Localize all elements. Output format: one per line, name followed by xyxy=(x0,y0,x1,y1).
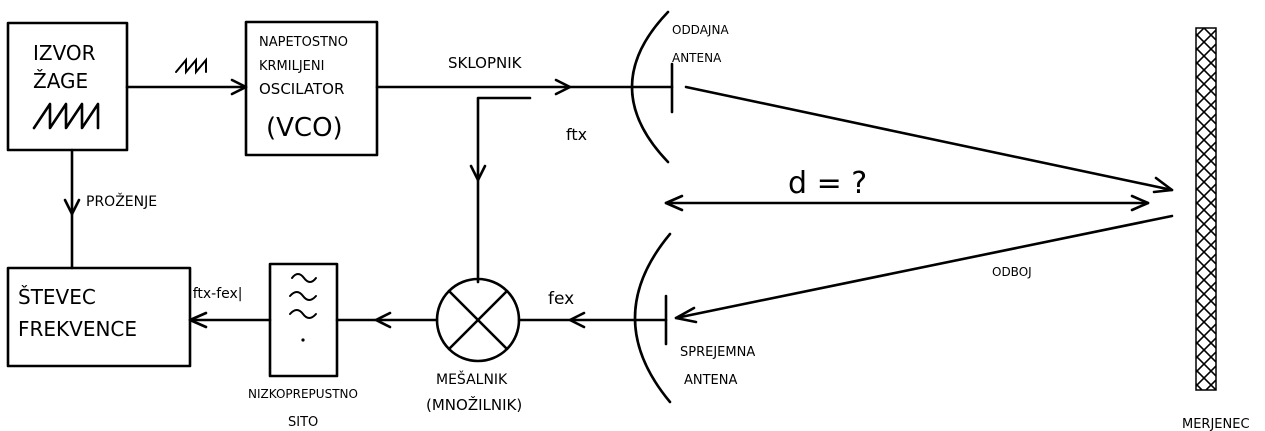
rx-antenna-label-2: ANTENA xyxy=(684,373,737,388)
vco-label-1: NAPETOSTNO xyxy=(259,35,348,50)
transmit-beam xyxy=(684,85,1174,192)
tx-antenna-label-2: ANTENA xyxy=(672,51,722,65)
vco-label-3: OSCILATOR xyxy=(259,80,344,98)
vco-label-4: (VCO) xyxy=(266,113,343,143)
mixer-icon xyxy=(435,277,521,363)
sawtooth-signal-icon xyxy=(175,57,207,75)
vco-block: NAPETOSTNO KRMILJENI OSCILATOR (VCO) xyxy=(244,20,379,157)
saw-source-label-2: ŽAGE xyxy=(33,69,88,93)
arrow-head-icon xyxy=(1130,194,1150,212)
frequency-counter-block: ŠTEVEC FREKVENCE xyxy=(6,266,192,368)
tx-antenna xyxy=(630,10,674,164)
counter-label-1: ŠTEVEC xyxy=(18,285,96,309)
filter-label-1: NIZKOPREPUSTNO xyxy=(248,387,358,401)
saw-source-block: IZVOR ŽAGE xyxy=(6,21,129,152)
mixer-label-2: (MNOŽILNIK) xyxy=(426,395,522,414)
reflection-label: ODBOJ xyxy=(992,265,1032,279)
lowpass-filter-block xyxy=(268,262,339,378)
counter-label-2: FREKVENCE xyxy=(18,317,137,341)
arrow-head-icon xyxy=(1152,176,1174,194)
filter-label-2: SITO xyxy=(288,415,318,430)
mixer-label-1: MEŠALNIK xyxy=(436,370,508,388)
arrow-head-icon xyxy=(674,306,698,324)
rx-antenna xyxy=(633,232,672,404)
target-label: MERJENEC xyxy=(1182,417,1250,431)
saw-source-label-1: IZVOR xyxy=(33,41,96,65)
sawtooth-icon xyxy=(32,102,100,130)
target-surface xyxy=(1195,27,1217,391)
arrow-head-icon xyxy=(568,311,586,329)
ftx-label: ftx xyxy=(566,125,587,144)
freq-diff-label: |ftx-fex| xyxy=(188,286,243,302)
vco-label-2: KRMILJENI xyxy=(259,59,324,74)
arrow-head-icon xyxy=(664,194,684,212)
trigger-label: PROŽENJE xyxy=(86,192,157,210)
reflected-beam xyxy=(674,214,1174,320)
arrow-head-icon xyxy=(554,78,572,96)
coupler-line xyxy=(476,96,532,284)
fex-label: fex xyxy=(548,289,574,309)
rx-antenna-label-1: SPREJEMNA xyxy=(680,345,755,360)
tx-antenna-label-1: ODDAJNA xyxy=(672,23,729,37)
switch-label: SKLOPNIK xyxy=(448,54,523,72)
arrow-head-icon xyxy=(63,198,81,216)
arrow-head-icon xyxy=(374,311,392,329)
arrow-head-icon xyxy=(469,164,487,182)
distance-label: d = ? xyxy=(788,166,867,201)
tilde-icon xyxy=(291,273,317,283)
